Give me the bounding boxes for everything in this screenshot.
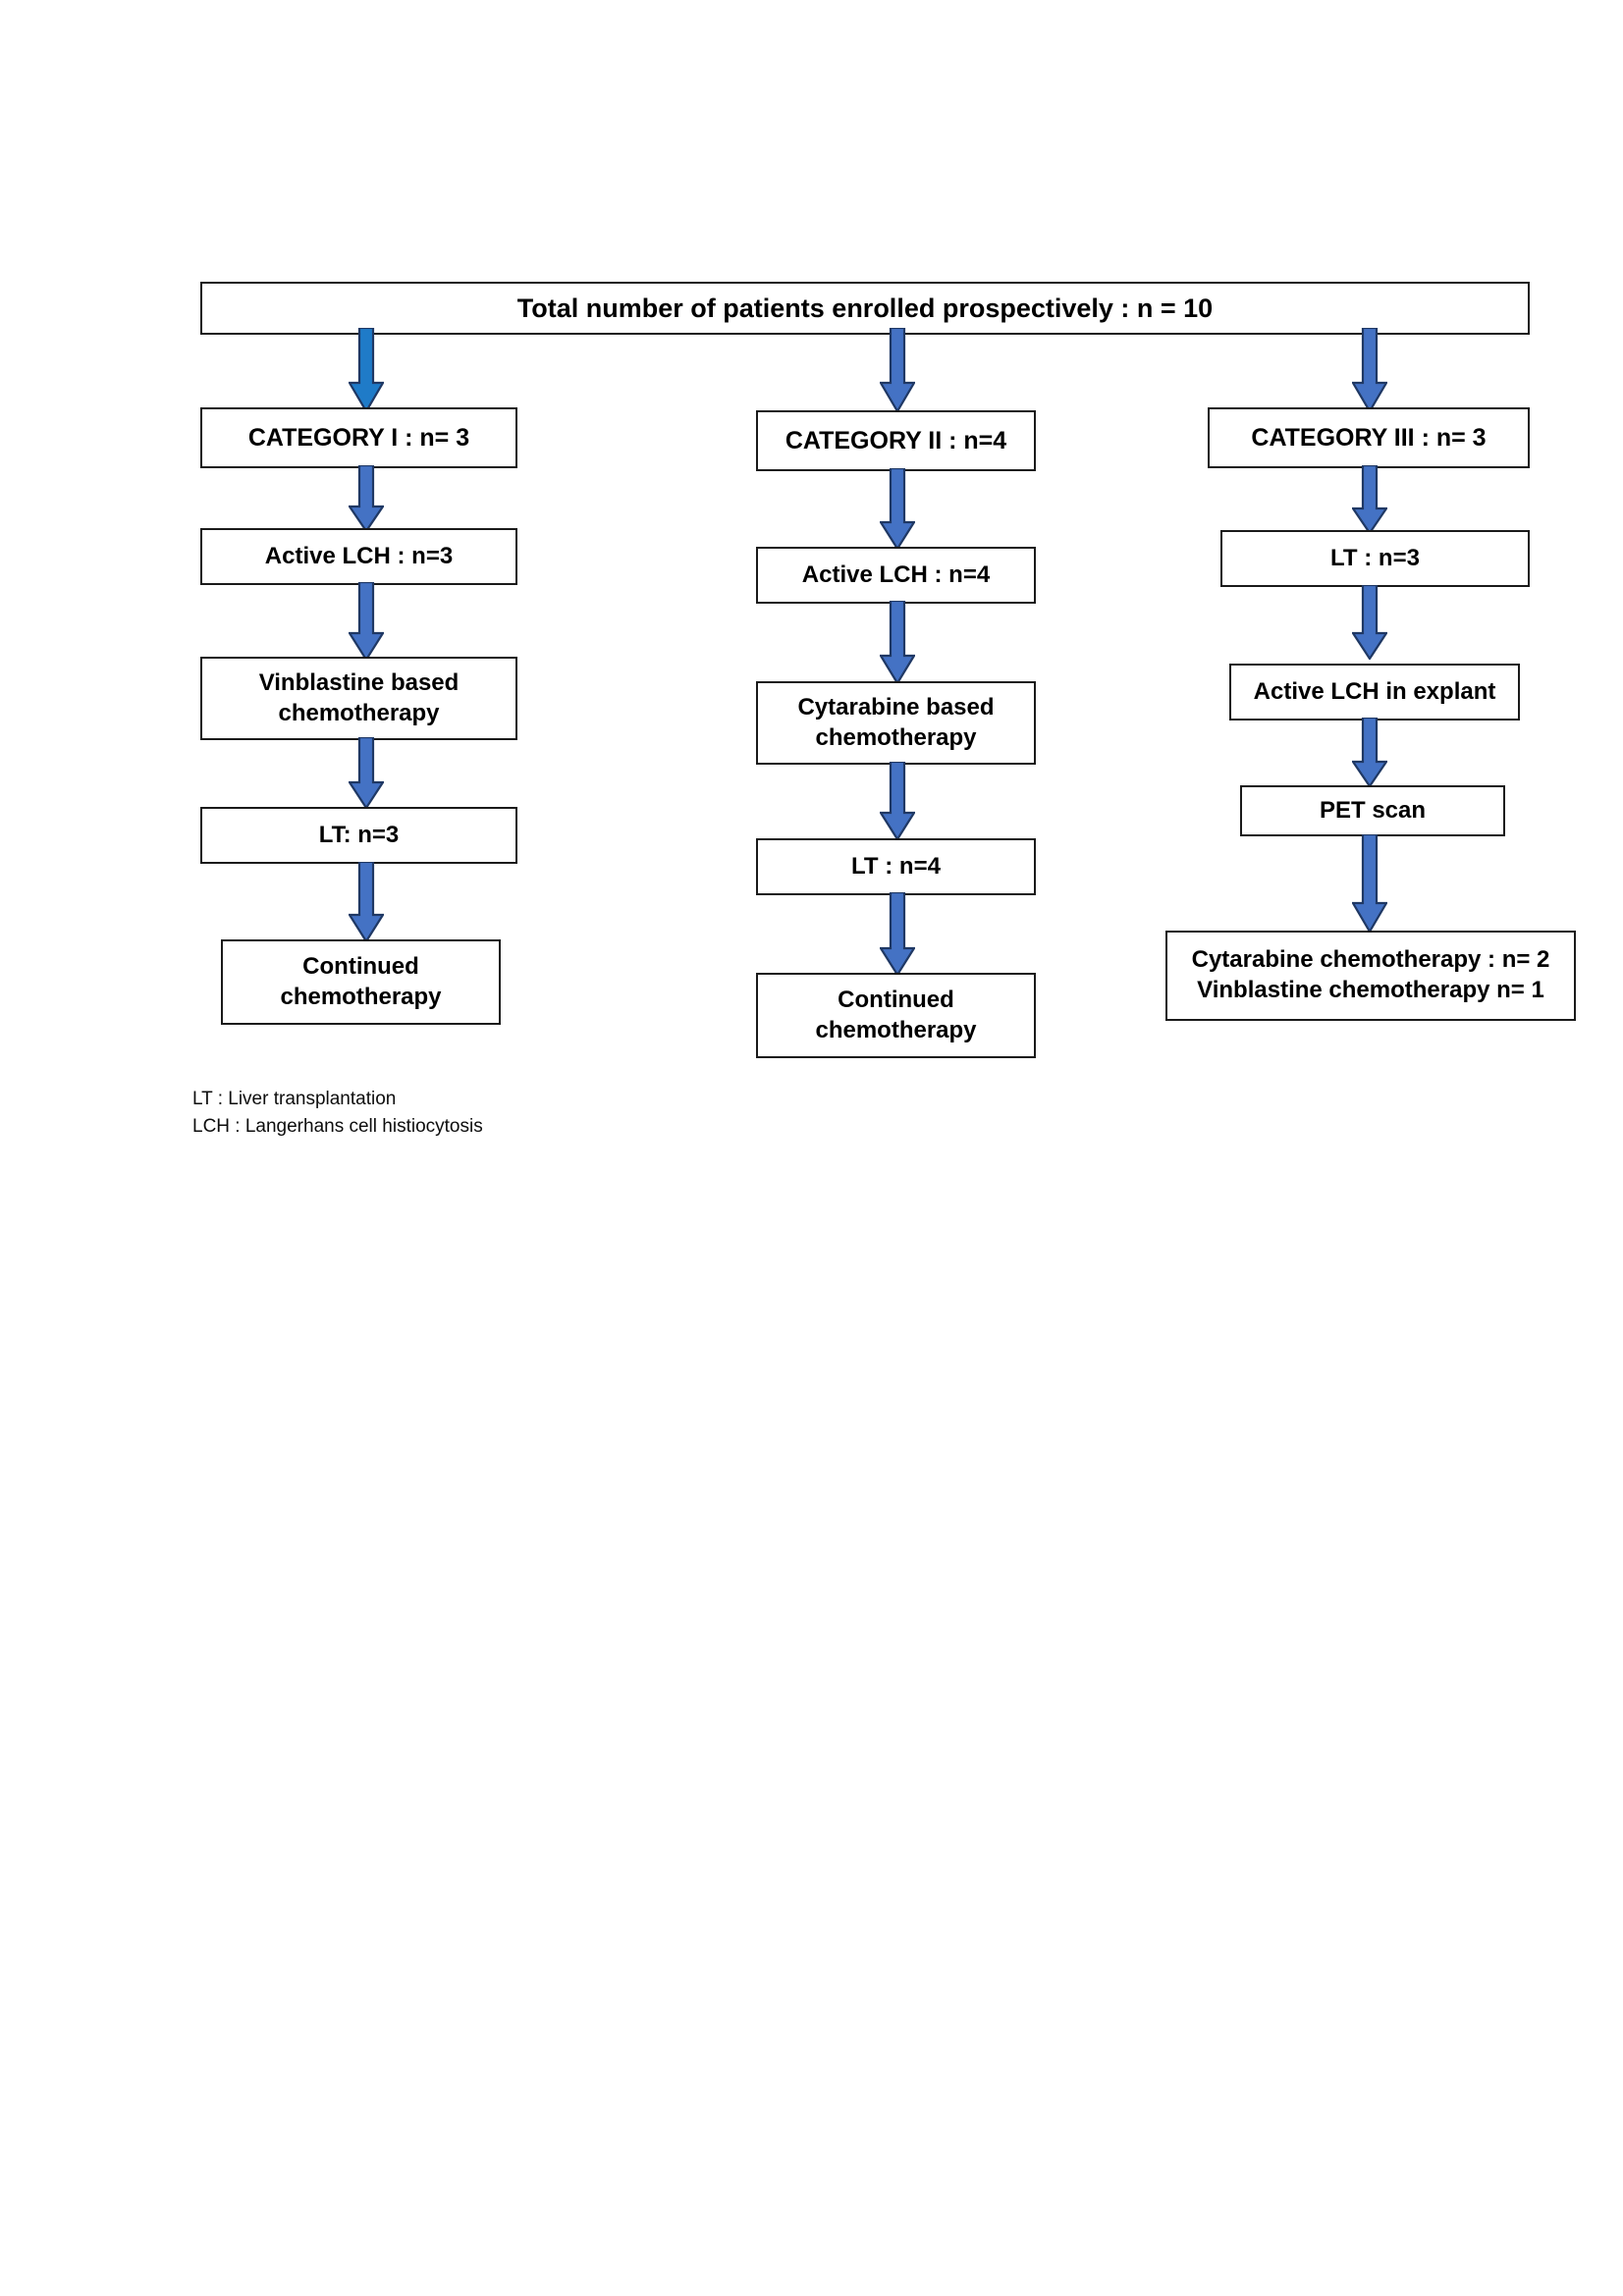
arrow-category-3-to-outcome [1352, 834, 1387, 933]
arrow-category-1-to-chemotherapy [349, 582, 384, 661]
arrow-category-3-to-lt [1352, 465, 1387, 534]
arrow-category-3-to-active-lch-explant [1352, 585, 1387, 660]
category-2-continued-chemo-label-line-2: chemotherapy [815, 1016, 977, 1043]
category-2-active-lch: Active LCH : n=4 [756, 547, 1036, 604]
category-1-continued-chemo: Continued chemotherapy [221, 939, 501, 1025]
legend-line-lt: LT : Liver transplantation [192, 1089, 397, 1109]
category-1-lt: LT: n=3 [200, 807, 517, 864]
category-3-outcome-label-line-2: Vinblastine chemotherapy n= 1 [1197, 977, 1544, 1003]
category-2-continued-chemo: Continued chemotherapy [756, 973, 1036, 1058]
title-box: Total number of patients enrolled prospe… [200, 282, 1530, 335]
category-1-chemotherapy-label-line-1: Vinblastine based [258, 668, 460, 696]
category-3-header: CATEGORY III : n= 3 [1208, 407, 1530, 468]
arrow-title-to-category-3 [1352, 328, 1387, 412]
arrow-title-to-category-2 [880, 328, 915, 412]
arrow-category-2-to-active-lch [880, 468, 915, 550]
title-box-label: Total number of patients enrolled prospe… [516, 293, 1214, 323]
category-3-lt: LT : n=3 [1220, 530, 1530, 587]
category-2-lt: LT : n=4 [756, 838, 1036, 895]
arrow-category-3-to-pet-scan [1352, 718, 1387, 787]
category-2-header-label: CATEGORY II : n=4 [784, 427, 1007, 454]
arrow-category-1-to-continued-chemo [349, 862, 384, 942]
category-3-header-label: CATEGORY III : n= 3 [1251, 424, 1487, 452]
category-1-continued-chemo-label-line-2: chemotherapy [280, 983, 442, 1010]
category-1-header: CATEGORY I : n= 3 [200, 407, 517, 468]
arrow-category-2-to-chemotherapy [880, 601, 915, 684]
category-2-active-lch-label: Active LCH : n=4 [801, 561, 991, 588]
category-3-pet-scan: PET scan [1240, 785, 1505, 836]
category-1-chemotherapy: Vinblastine based chemotherapy [200, 657, 517, 740]
category-1-active-lch: Active LCH : n=3 [200, 528, 517, 585]
legend-line-lch: LCH : Langerhans cell histiocytosis [192, 1115, 483, 1137]
category-2-header: CATEGORY II : n=4 [756, 410, 1036, 471]
category-2-chemotherapy: Cytarabine based chemotherapy [756, 681, 1036, 765]
legend: LT : Liver transplantation LCH : Langerh… [192, 1086, 483, 1140]
category-1-header-label: CATEGORY I : n= 3 [247, 424, 470, 452]
arrow-category-1-to-active-lch [349, 465, 384, 532]
category-3-lt-label: LT : n=3 [1330, 544, 1420, 571]
arrow-category-2-to-continued-chemo [880, 892, 915, 976]
category-3-outcome: Cytarabine chemotherapy : n= 2 Vinblasti… [1165, 931, 1576, 1021]
category-2-chemotherapy-label-line-1: Cytarabine based [797, 693, 995, 721]
category-3-outcome-label-line-1: Cytarabine chemotherapy : n= 2 [1191, 946, 1550, 974]
category-2-continued-chemo-label-line-1: Continued [838, 986, 954, 1013]
category-2-lt-label: LT : n=4 [851, 852, 941, 880]
arrow-title-to-category-1 [349, 328, 384, 412]
arrow-category-2-to-lt [880, 762, 915, 840]
category-3-active-lch-explant: Active LCH in explant [1229, 664, 1520, 721]
category-1-continued-chemo-label-line-1: Continued [302, 952, 419, 980]
arrow-category-1-to-lt [349, 737, 384, 809]
category-1-active-lch-label: Active LCH : n=3 [264, 542, 454, 569]
category-2-chemotherapy-label-line-2: chemotherapy [815, 723, 977, 751]
category-3-pet-scan-label: PET scan [1319, 796, 1427, 824]
category-1-lt-label: LT: n=3 [318, 821, 400, 848]
category-3-active-lch-explant-label: Active LCH in explant [1253, 677, 1496, 705]
category-1-chemotherapy-label-line-2: chemotherapy [278, 699, 440, 726]
